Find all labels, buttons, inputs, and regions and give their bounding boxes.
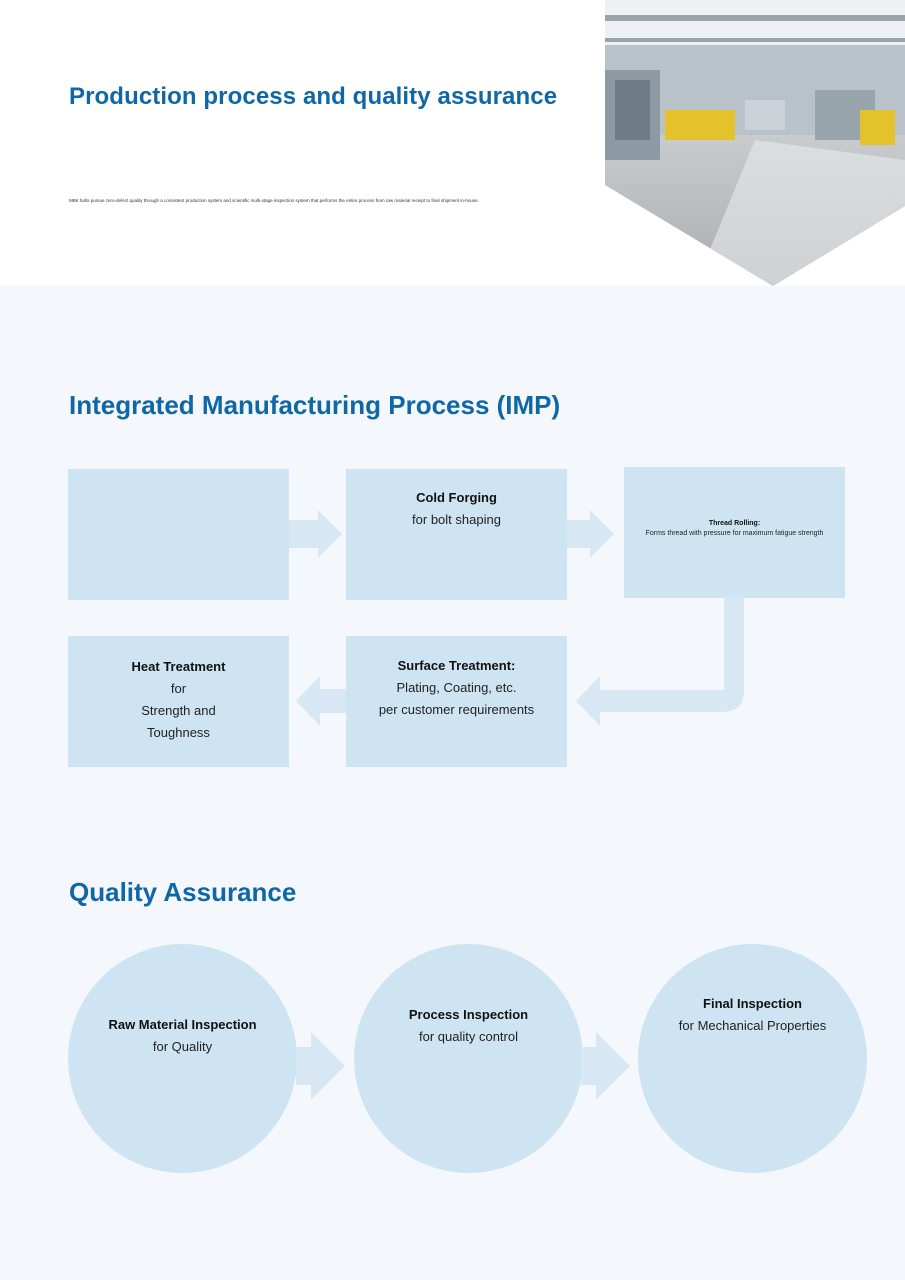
imp-step-text-2: Strength and bbox=[141, 703, 216, 718]
imp-step-thread-rolling: Thread Rolling: Forms thread with pressu… bbox=[624, 467, 845, 598]
imp-step-1-box bbox=[68, 469, 289, 600]
qa-step-title: Final Inspection bbox=[703, 996, 802, 1011]
intro-text: MBK bolts pursue zero-defect quality thr… bbox=[69, 198, 479, 203]
qa-section-title: Quality Assurance bbox=[69, 877, 297, 907]
imp-step-heat-treatment: Heat Treatment for Strength and Toughnes… bbox=[68, 636, 289, 767]
qa-step-raw-material: Raw Material Inspection for Quality bbox=[68, 944, 297, 1173]
imp-step-text: Forms thread with pressure for maximum f… bbox=[645, 530, 824, 537]
imp-step-title: Cold Forging bbox=[416, 490, 497, 505]
qa-step-title: Process Inspection bbox=[408, 1007, 529, 1022]
imp-step-title: Surface Treatment: bbox=[397, 658, 516, 673]
qa-step-final: Final Inspection for Mechanical Properti… bbox=[638, 944, 867, 1173]
imp-step-text: for bolt shaping bbox=[412, 512, 501, 527]
qa-step-text: for Quality bbox=[152, 1039, 213, 1054]
imp-step-surface-treatment: Surface Treatment: Plating, Coating, etc… bbox=[346, 636, 567, 767]
imp-step-title: Heat Treatment bbox=[131, 659, 226, 674]
imp-step-text-2: per customer requirements bbox=[378, 702, 535, 717]
page-title: Production process and quality assurance bbox=[69, 83, 558, 110]
imp-step-title: Thread Rolling: bbox=[708, 520, 761, 527]
qa-step-process: Process Inspection for quality control bbox=[354, 944, 583, 1173]
factory-hero-image bbox=[605, 0, 905, 286]
imp-step-text-3: Toughness bbox=[147, 725, 210, 740]
qa-step-text: for quality control bbox=[419, 1029, 518, 1044]
qa-step-text: for Mechanical Properties bbox=[678, 1018, 827, 1033]
imp-section-title: Integrated Manufacturing Process (IMP) bbox=[69, 390, 561, 420]
qa-step-title: Raw Material Inspection bbox=[108, 1017, 257, 1032]
imp-step-text: for bbox=[170, 681, 187, 696]
imp-step-text: Plating, Coating, etc. bbox=[396, 680, 517, 695]
imp-step-cold-forging: Cold Forging for bolt shaping bbox=[346, 469, 567, 600]
